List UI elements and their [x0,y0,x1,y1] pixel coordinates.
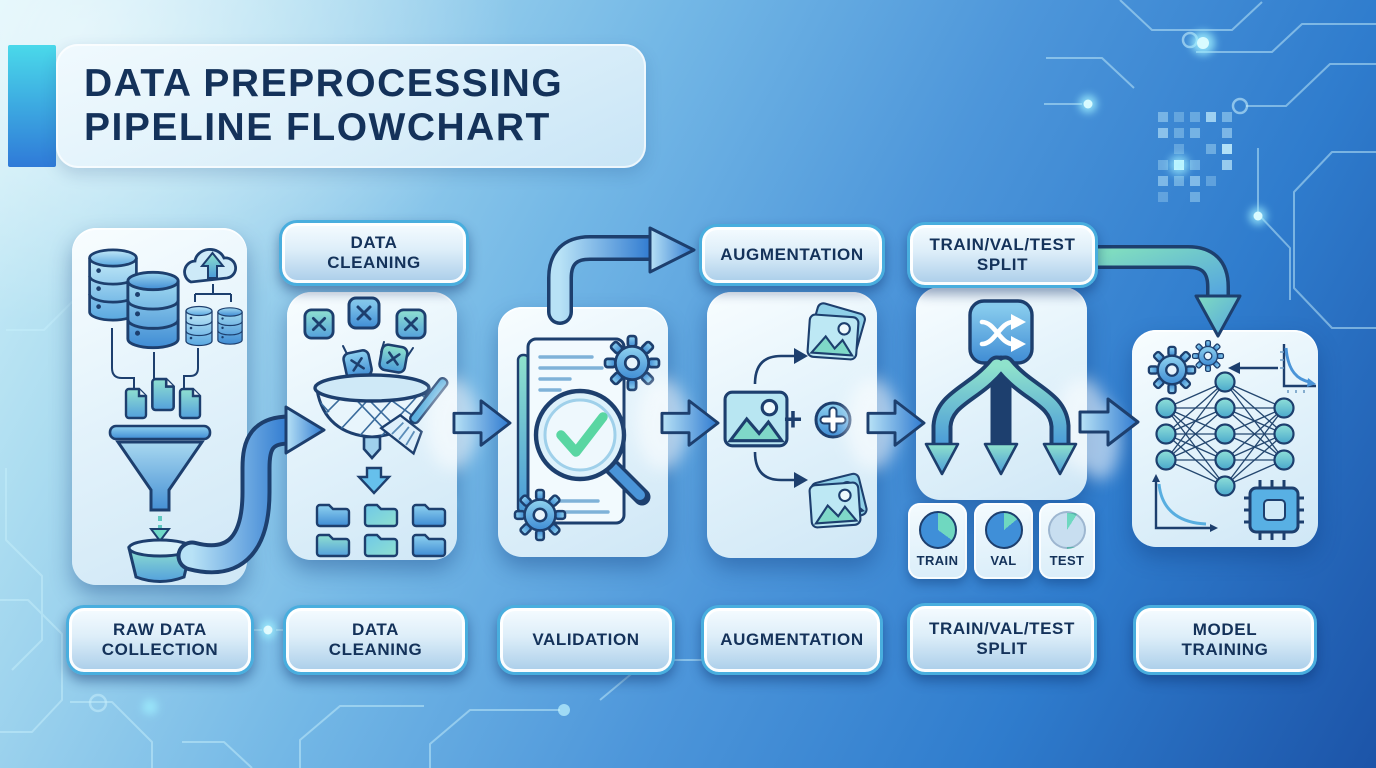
branch-arrowhead [794,472,808,488]
loss-curve-icon [1152,474,1218,532]
image-icon [723,390,789,448]
bottom-label-augmentation: AUGMENTATION [701,605,883,675]
stage-card-train-val-test-split [916,287,1087,500]
drip-arrow-icon [149,516,171,543]
top-label-train-val-test-split: TRAIN/VAL/TEST SPLIT [907,222,1098,288]
stage-card-model-training [1132,330,1318,547]
val-pie-icon [984,511,1023,549]
small-database-icon [217,307,243,345]
gear-icon [1191,339,1225,373]
arrow-validation-to-augmentation-label [547,226,696,325]
split-card-test: TEST [1039,503,1095,579]
small-database-icon [185,305,213,347]
augmented-image-icon [808,481,862,529]
feedback-arrow-icon [1228,362,1278,374]
stage-card-raw-data-collection [72,228,247,585]
chip-icon [1244,480,1304,540]
top-label-augmentation: AUGMENTATION [699,224,885,286]
test-label: TEST [1049,553,1085,568]
bottom-label-raw-data-collection: RAW DATA COLLECTION [66,605,254,675]
bucket-icon [127,538,193,583]
top-label-data-cleaning: DATA CLEANING [279,220,469,286]
file-icon [178,387,202,420]
folder-icon [411,533,447,558]
train-label: TRAIN [916,553,959,568]
title-accent-bar [8,45,56,167]
data-cleaning-illustration [303,296,449,558]
gear-icon [513,488,567,542]
folder-icon [411,503,447,528]
file-icon [151,377,175,412]
plus-text: + [784,401,803,437]
arrow-split-label-to-training [1085,245,1242,338]
bad-data-icon [303,308,335,340]
stage-card-augmentation: + [707,292,877,558]
stage-card-validation [498,307,668,557]
folder-icon [363,503,399,528]
gear-icon [1147,345,1197,395]
folder-icon [315,503,351,528]
bottom-label-train-val-test-split: TRAIN/VAL/TEST SPLIT [907,603,1097,675]
stage-card-data-cleaning [287,292,457,560]
add-circle-icon [814,401,852,439]
validation-illustration [513,334,661,542]
branch-arrowhead [794,348,808,364]
raw-data-collection-illustration [88,248,243,583]
down-arrow-icon [356,466,392,495]
bottom-label-data-cleaning: DATA CLEANING [283,605,468,675]
split-card-train: TRAIN [908,503,967,579]
arrow-split-to-training [1078,397,1140,447]
test-pie-icon [1048,511,1086,549]
bad-data-icon [347,296,381,330]
split-card-val: VAL [974,503,1033,579]
mini-loss-chart-icon [1280,344,1316,393]
augmented-image-icon [806,313,860,361]
bottom-label-model-training: MODEL TRAINING [1133,605,1317,675]
train-pie-icon [918,511,957,549]
clean-data-icon [377,342,410,375]
folder-icon [315,533,351,558]
funnel-icon [108,424,212,512]
val-label: VAL [990,553,1017,568]
file-icon [124,387,148,420]
model-training-illustration [1147,339,1316,540]
bottom-label-validation: VALIDATION [497,605,675,675]
folder-icon [363,533,399,558]
pixel-grid-decor [1158,112,1232,202]
magnifier-check-icon [533,388,651,506]
database-stack-icon [126,270,180,350]
bad-data-icon [395,308,427,340]
gear-icon [603,334,661,392]
neural-network-icon [1155,371,1295,497]
augmentation-illustration: + [723,300,869,529]
